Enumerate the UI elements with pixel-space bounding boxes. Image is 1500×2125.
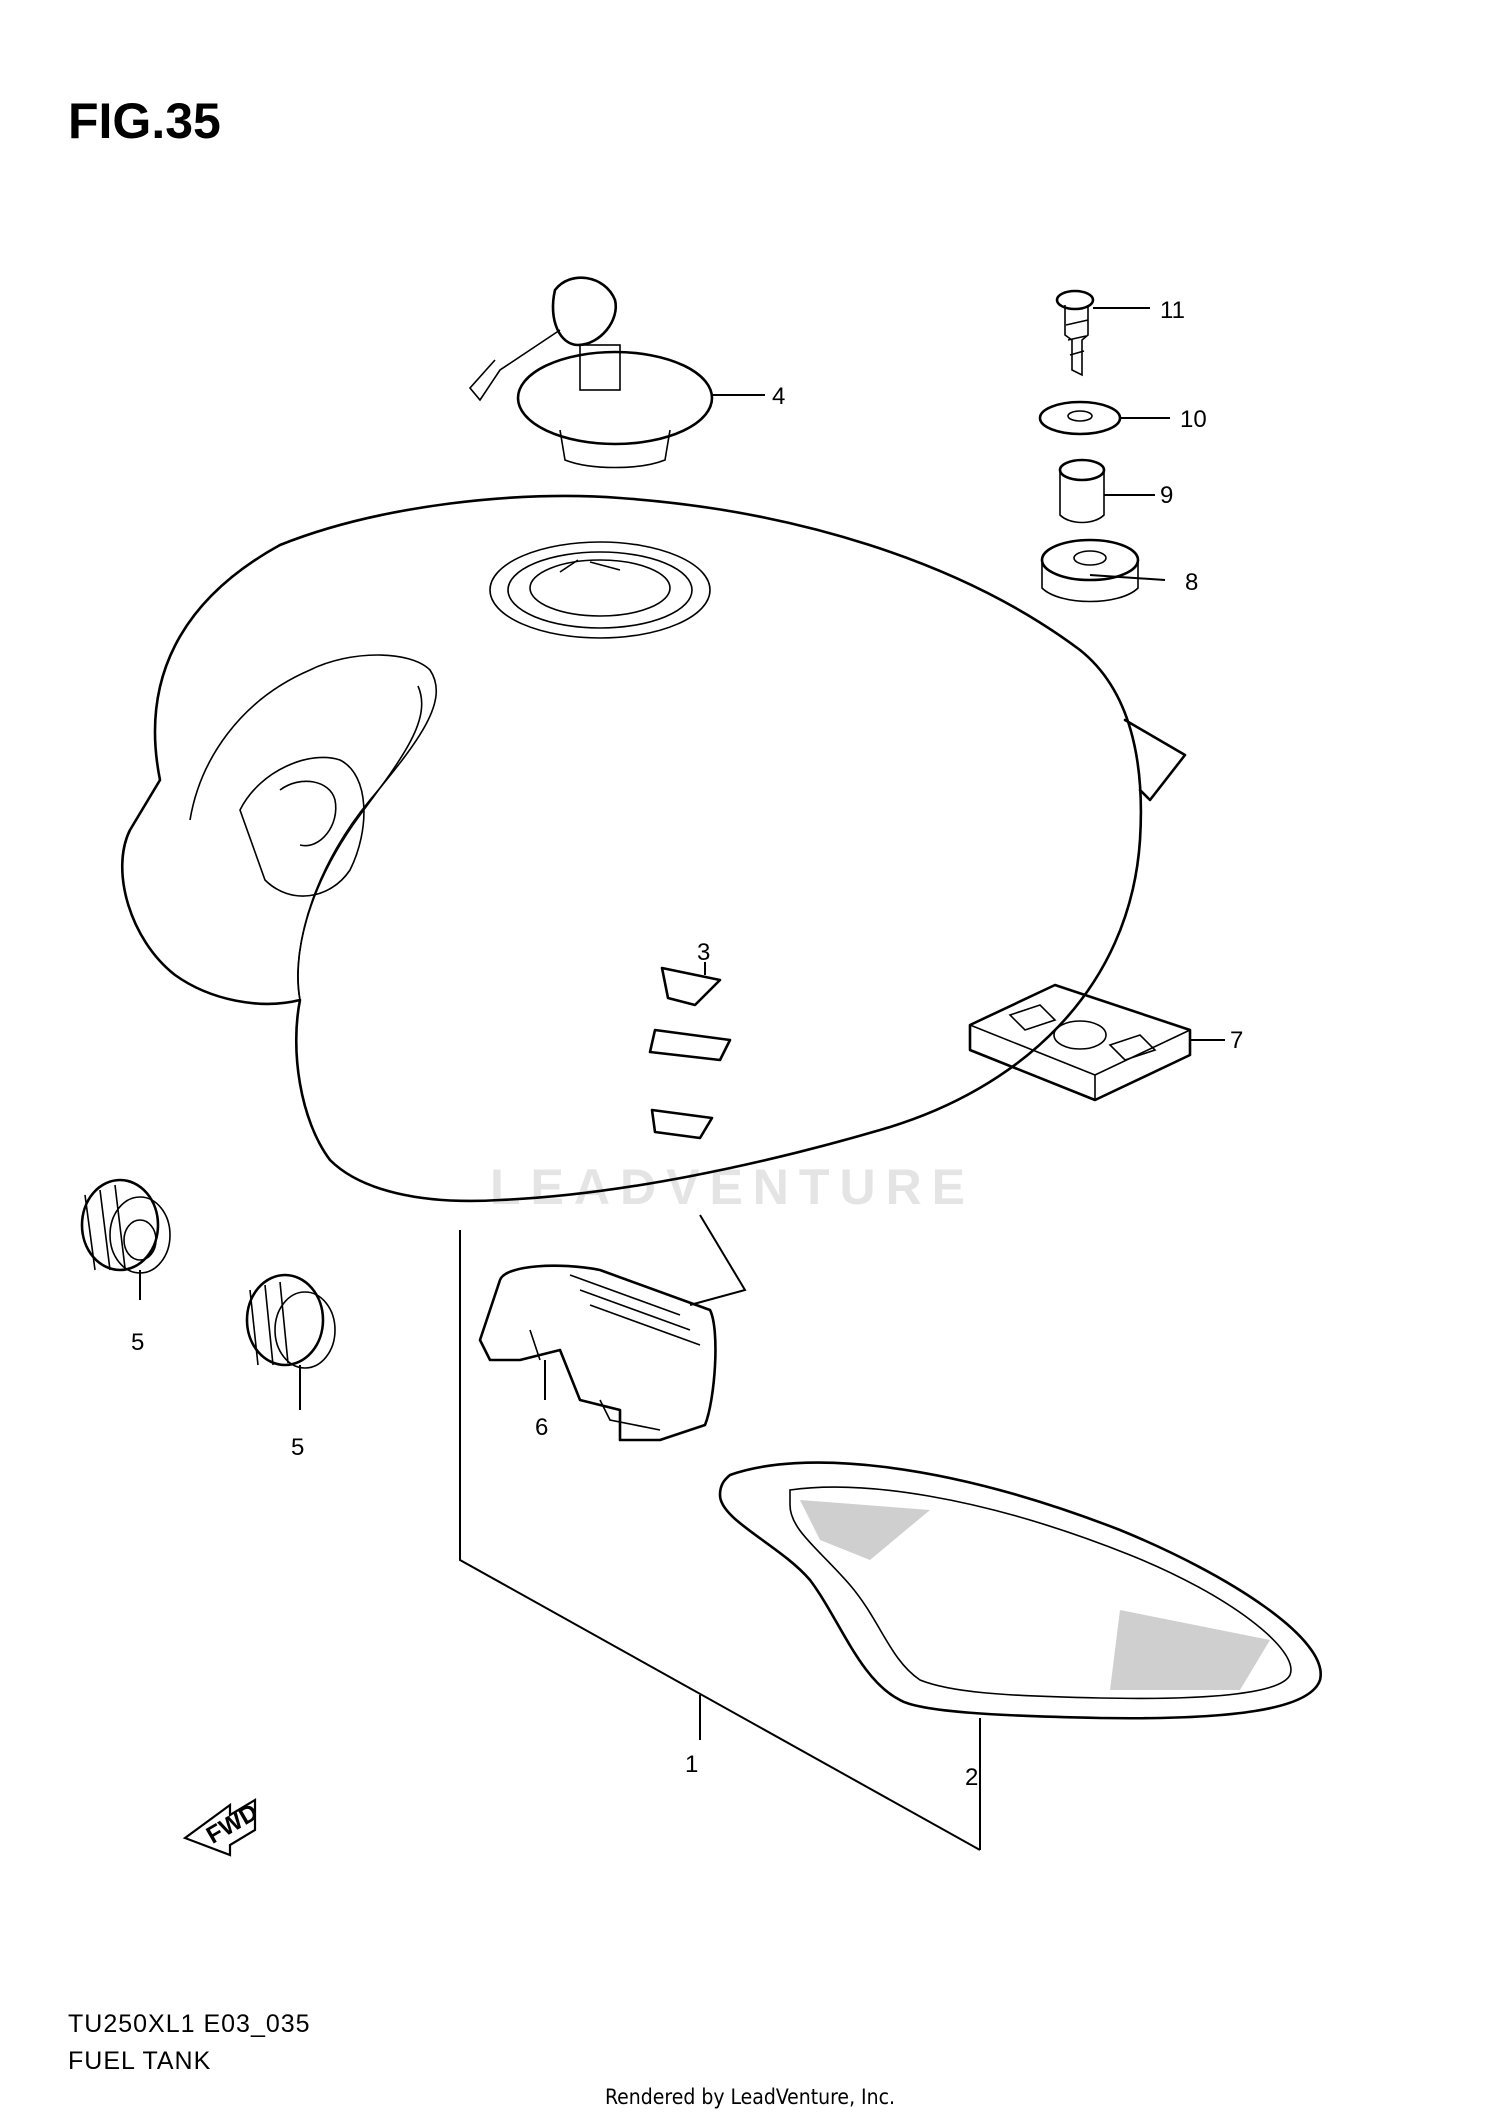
section-name: FUEL TANK <box>68 2047 212 2075</box>
knee-pad-part[interactable] <box>718 1461 1322 1720</box>
callout-9: 9 <box>1160 482 1173 509</box>
washer-part[interactable] <box>1038 400 1122 436</box>
leader-lines <box>139 307 1225 1851</box>
emblem-part[interactable] <box>648 966 732 1140</box>
callout-6: 6 <box>535 1414 548 1441</box>
callout-2: 2 <box>965 1764 978 1791</box>
footer-credit: Rendered by LeadVenture, Inc. <box>605 2085 895 2109</box>
callout-8: 8 <box>1185 569 1198 596</box>
callout-11: 11 <box>1160 297 1185 324</box>
callout-4: 4 <box>772 383 785 410</box>
callout-10: 10 <box>1180 406 1207 433</box>
callout-1: 1 <box>685 1751 698 1778</box>
cap-5b-part[interactable] <box>245 1273 336 1369</box>
grommet-part[interactable] <box>1040 538 1140 603</box>
collar-part[interactable] <box>1058 458 1106 524</box>
cushion-part[interactable] <box>478 1264 717 1442</box>
forward-arrow-icon: FWD <box>182 1798 263 1857</box>
callout-5-a: 5 <box>131 1329 144 1356</box>
model-code: TU250XL1 E03_035 <box>68 2010 311 2038</box>
figure-title: FIG.35 <box>68 93 221 149</box>
cap-5a-part[interactable] <box>80 1178 171 1274</box>
rubber-pad-part[interactable] <box>968 983 1192 1102</box>
fuel-tank-part[interactable] <box>121 494 1187 1203</box>
callout-3: 3 <box>697 939 710 966</box>
bolt-part[interactable] <box>1055 289 1095 377</box>
callout-5-b: 5 <box>291 1434 304 1461</box>
callout-7: 7 <box>1230 1027 1243 1054</box>
fuel-cap-part[interactable] <box>468 276 714 469</box>
